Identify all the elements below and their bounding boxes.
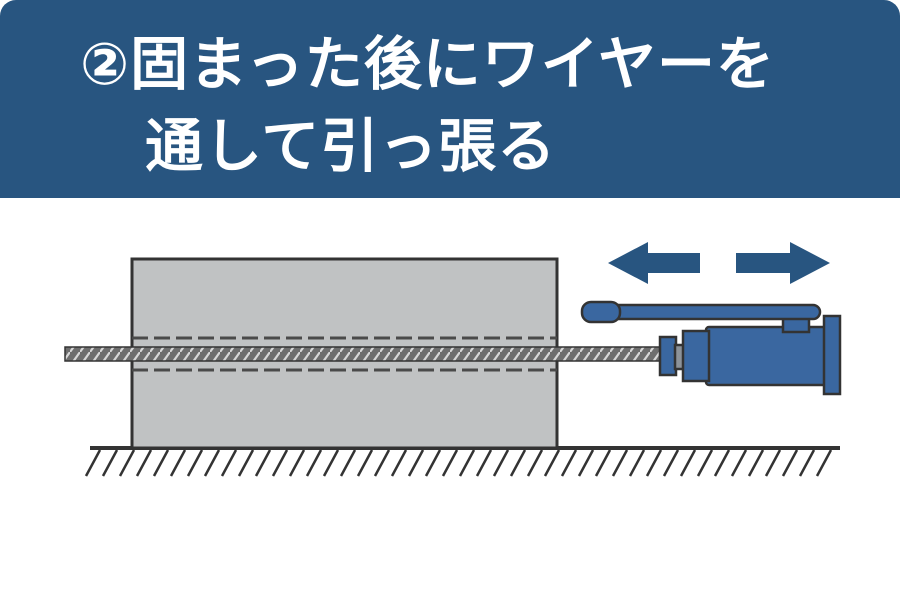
- title-line-1: ②固まった後にワイヤーを: [80, 30, 776, 98]
- ground-hatch-icon: [84, 449, 833, 477]
- illustration: [64, 242, 842, 477]
- hydraulic-jack: [580, 300, 842, 396]
- title-line-2: 通して引っ張る: [145, 112, 557, 180]
- title-banner: ②固まった後にワイヤーを 通して引っ張る: [0, 0, 900, 198]
- arrow-right-icon: [736, 242, 830, 284]
- ground: [84, 446, 840, 477]
- arrow-left-icon: [608, 242, 700, 284]
- steel-wire: [64, 346, 666, 362]
